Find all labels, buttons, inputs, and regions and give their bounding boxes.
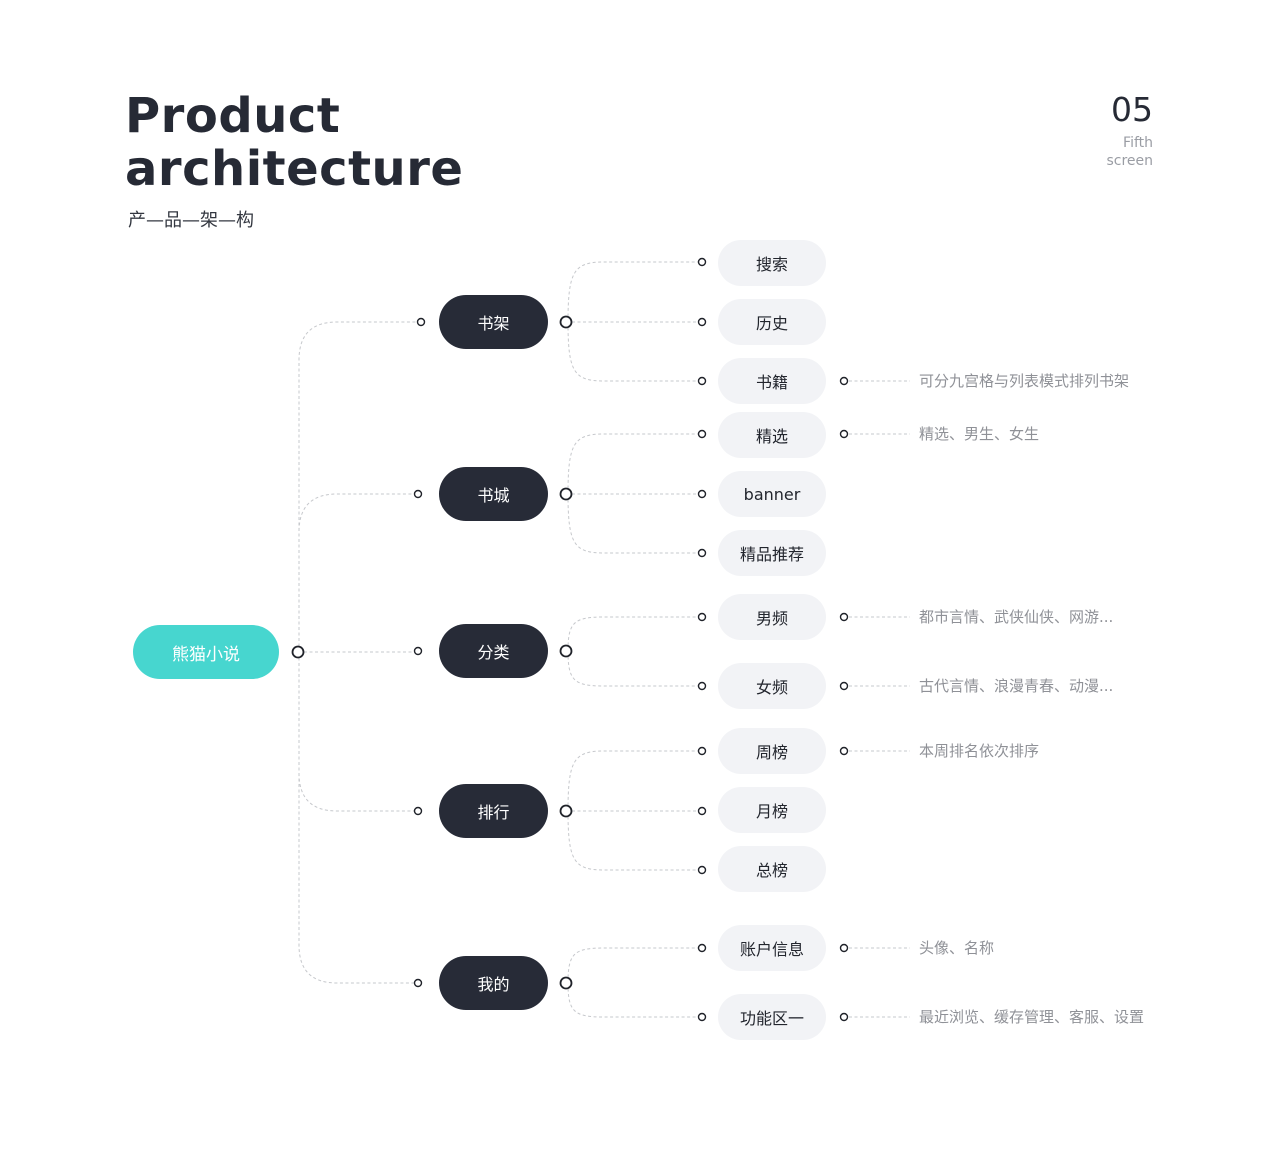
leaf-node-monthly-rank: 月榜	[718, 787, 826, 833]
leaf-node-featured: 精选	[718, 412, 826, 458]
branch-out-port-2	[559, 644, 573, 658]
leaf-node-total-rank: 总榜	[718, 846, 826, 892]
leaf-in-port-3-1	[697, 806, 707, 816]
leaf-node-search: 搜索	[718, 240, 826, 286]
branch-in-port-2	[413, 646, 423, 656]
root-link-0	[298, 321, 418, 652]
root-link-1	[298, 493, 418, 652]
leaf-in-port-1-0	[697, 429, 707, 439]
note-male-channel: 都市言情、武侠仙侠、网游...	[919, 608, 1114, 626]
leaf-in-port-1-2	[697, 548, 707, 558]
note-port-2	[839, 612, 849, 622]
note-port-4	[839, 746, 849, 756]
branch-node-ranking: 排行	[439, 784, 548, 838]
note-port-0	[839, 376, 849, 386]
leaf-node-history: 历史	[718, 299, 826, 345]
leaf-node-recommend: 精品推荐	[718, 530, 826, 576]
note-featured: 精选、男生、女生	[919, 425, 1040, 443]
branch-node-bookstore: 书城	[439, 467, 548, 521]
branch-in-port-4	[413, 978, 423, 988]
branch-out-port-0	[559, 315, 573, 329]
branch-link-1-2	[567, 493, 702, 554]
branch-link-2-0	[567, 616, 702, 652]
branch-in-port-1	[413, 489, 423, 499]
leaf-in-port-0-1	[697, 317, 707, 327]
leaf-in-port-0-0	[697, 257, 707, 267]
leaf-in-port-3-0	[697, 746, 707, 756]
branch-link-1-0	[567, 433, 702, 495]
page-title-line-1: Product	[125, 88, 341, 144]
leaf-node-male-channel: 男频	[718, 594, 826, 640]
branch-link-3-0	[567, 750, 702, 812]
branch-link-4-0	[567, 947, 702, 984]
leaf-node-weekly-rank: 周榜	[718, 728, 826, 774]
leaf-in-port-2-1	[697, 681, 707, 691]
leaf-in-port-3-2	[697, 865, 707, 875]
root-link-4	[298, 652, 418, 984]
branch-link-4-1	[567, 982, 702, 1018]
page-caption: Fifth screen	[1106, 135, 1153, 169]
root-out-port	[291, 645, 305, 659]
branch-in-port-3	[413, 806, 423, 816]
branch-link-0-0	[567, 261, 702, 323]
note-function-area: 最近浏览、缓存管理、客服、设置	[919, 1008, 1145, 1026]
note-port-6	[839, 1012, 849, 1022]
page-number: 05	[1111, 90, 1153, 129]
root-link-3	[298, 652, 418, 812]
leaf-in-port-0-2	[697, 376, 707, 386]
note-port-3	[839, 681, 849, 691]
leaf-node-female-channel: 女频	[718, 663, 826, 709]
note-weekly-rank: 本周排名依次排序	[919, 742, 1040, 760]
note-female-channel: 古代言情、浪漫青春、动漫...	[919, 677, 1114, 695]
note-books: 可分九宫格与列表模式排列书架	[919, 372, 1130, 390]
leaf-node-banner: banner	[718, 471, 826, 517]
branch-node-mine: 我的	[439, 956, 548, 1010]
root-node: 熊猫小说	[133, 625, 279, 679]
note-port-1	[839, 429, 849, 439]
note-account-info: 头像、名称	[919, 939, 995, 957]
leaf-in-port-1-1	[697, 489, 707, 499]
leaf-in-port-4-0	[697, 943, 707, 953]
page-title-line-2: architecture	[125, 141, 464, 197]
leaf-in-port-4-1	[697, 1012, 707, 1022]
branch-in-port-0	[416, 317, 426, 327]
branch-link-2-1	[567, 650, 702, 687]
page-subtitle: 产—品—架—构	[128, 210, 254, 231]
note-port-5	[839, 943, 849, 953]
leaf-node-books: 书籍	[718, 358, 826, 404]
branch-out-port-1	[559, 487, 573, 501]
leaf-node-function-area: 功能区一	[718, 994, 826, 1040]
branch-out-port-3	[559, 804, 573, 818]
branch-link-0-2	[567, 321, 702, 382]
branch-link-3-2	[567, 810, 702, 871]
leaf-in-port-2-0	[697, 612, 707, 622]
branch-node-bookshelf: 书架	[439, 295, 548, 349]
branch-out-port-4	[559, 976, 573, 990]
branch-node-category: 分类	[439, 624, 548, 678]
leaf-node-account-info: 账户信息	[718, 925, 826, 971]
